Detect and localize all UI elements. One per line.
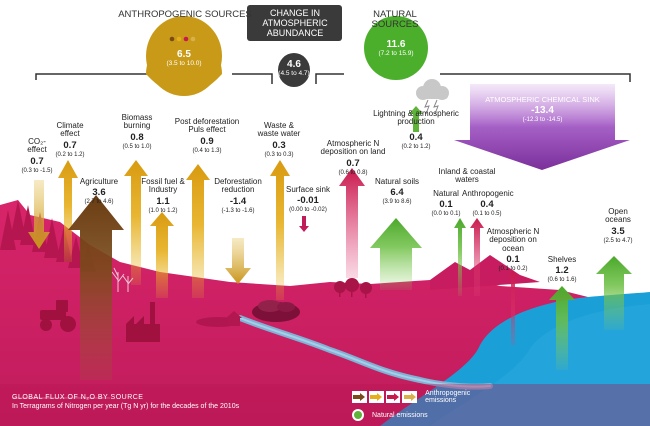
arrow-surface-sink (299, 216, 309, 232)
label-open-oceans: Open oceans 3.5 (2.5 to 4.7) (603, 207, 633, 244)
label-surface-sink: Surface sink -0.01 (0.00 to -0.02) (285, 185, 331, 214)
legend-swatch-pink (385, 391, 401, 403)
header-brackets (35, 73, 631, 84)
label-waste: Waste & waste water 0.3 (0.3 to 0.3) (257, 121, 301, 158)
arrow-agriculture (68, 195, 124, 380)
arrow-climate-effect (58, 160, 78, 262)
house-icon (226, 311, 242, 326)
label-co2-effect: CO₂-effect 0.7 (0.3 to -1.5) (21, 137, 53, 174)
arrow-co2-effect (28, 180, 50, 249)
label-inland-natural: Natural 0.1 (0.0 to 0.1) (431, 189, 461, 218)
cloud-icon (416, 79, 449, 100)
tractor-icon (40, 300, 76, 332)
arrow-open-oceans (596, 256, 632, 330)
label-fossil: Fossil fuel & Industry 1.1 (1.0 to 1.2) (141, 177, 185, 214)
factory-icon (126, 302, 160, 342)
arrow-deposition-ocean (508, 270, 518, 345)
footer-title: GLOBAL FLUX OF N₂O BY SOURCE (12, 394, 144, 401)
label-biomass: Biomass burning 0.8 (0.5 to 1.0) (121, 113, 153, 150)
legend: Anthropogenic emissions Natural emission… (352, 388, 502, 424)
label-climate-effect: Climate effect 0.7 (0.2 to 1.2) (55, 121, 85, 158)
label-inland-waters: Inland & coastal waters (438, 167, 496, 185)
arrow-natural-soils (370, 218, 422, 290)
flux-arrows (28, 106, 632, 380)
legend-swatch-tan (402, 391, 418, 403)
label-deposition-ocean: Atmospheric N deposition on ocean 0.1 (0… (486, 227, 540, 273)
arrow-biomass (124, 160, 148, 285)
arrow-postdefor (186, 164, 210, 298)
label-lightning: Lightning & atmospheric production 0.4 (… (373, 109, 459, 150)
change-total-circle (278, 53, 310, 87)
change-total: 4.6 (4.5 to 4.7) (278, 59, 310, 77)
chemical-sink-label: ATMOSPHERIC CHEMICAL SINK -13.4 (-12.3 t… (485, 95, 600, 124)
arrow-deposition-land (339, 168, 365, 278)
anthropogenic-total: 6.5 (3.5 to 10.0) (166, 49, 202, 67)
natural-total: 11.6 (7.2 to 15.9) (378, 39, 414, 57)
legend-swatch-green (352, 409, 364, 421)
legend-row-natural: Natural emissions (352, 406, 502, 424)
label-natural-soils: Natural soils 6.4 (3.9 to 8.6) (374, 177, 419, 206)
change-header: CHANGE IN ATMOSPHERIC ABUNDANCE (262, 8, 328, 38)
trees-middle (334, 278, 372, 298)
anthropogenic-header: ANTHROPOGENIC SOURCES (118, 9, 252, 20)
arrow-lightning (409, 106, 423, 132)
arrow-shelves (549, 286, 575, 370)
legend-swatch-gold (368, 391, 384, 403)
label-defor: Deforestation reduction -1.4 (-1.3 to -1… (214, 177, 262, 214)
footer-subtitle: In Terragrams of Nitrogen per year (Tg N… (12, 402, 240, 410)
label-inland-anthropogenic: Anthropogenic 0.4 (0.1 to 0.5) (462, 189, 514, 218)
label-agriculture: Agriculture 3.6 (2.7 to 4.6) (79, 177, 119, 206)
label-deposition-land: Atmospheric N deposition on land 0.7 (0.… (320, 139, 386, 176)
natural-header: NATURAL SOURCES (371, 9, 419, 31)
waste-pile-icon (252, 300, 300, 322)
arrow-inland-anthropogenic (470, 218, 484, 296)
legend-natural-label: Natural emissions (372, 411, 428, 419)
legend-anthropogenic-label: Anthropogenic emissions (425, 390, 471, 404)
legend-row-anthropogenic: Anthropogenic emissions (352, 388, 502, 406)
arrow-waste (270, 160, 290, 300)
label-shelves: Shelves 1.2 (0.6 to 1.6) (547, 255, 577, 284)
change-header-box (247, 5, 342, 41)
legend-swatch-brown (352, 391, 367, 403)
label-postdefor: Post deforestation Puls effect 0.9 (0.4 … (174, 117, 240, 154)
footer-caption: GLOBAL FLUX OF N₂O BY SOURCE In Terragra… (12, 394, 239, 412)
arrow-chemical-sink (454, 84, 630, 170)
deforested-trees (111, 267, 134, 292)
arrow-fossil (150, 212, 174, 298)
natural-total-circle (364, 16, 428, 80)
arrow-defor (225, 238, 251, 284)
arrow-inland-natural (454, 218, 466, 296)
